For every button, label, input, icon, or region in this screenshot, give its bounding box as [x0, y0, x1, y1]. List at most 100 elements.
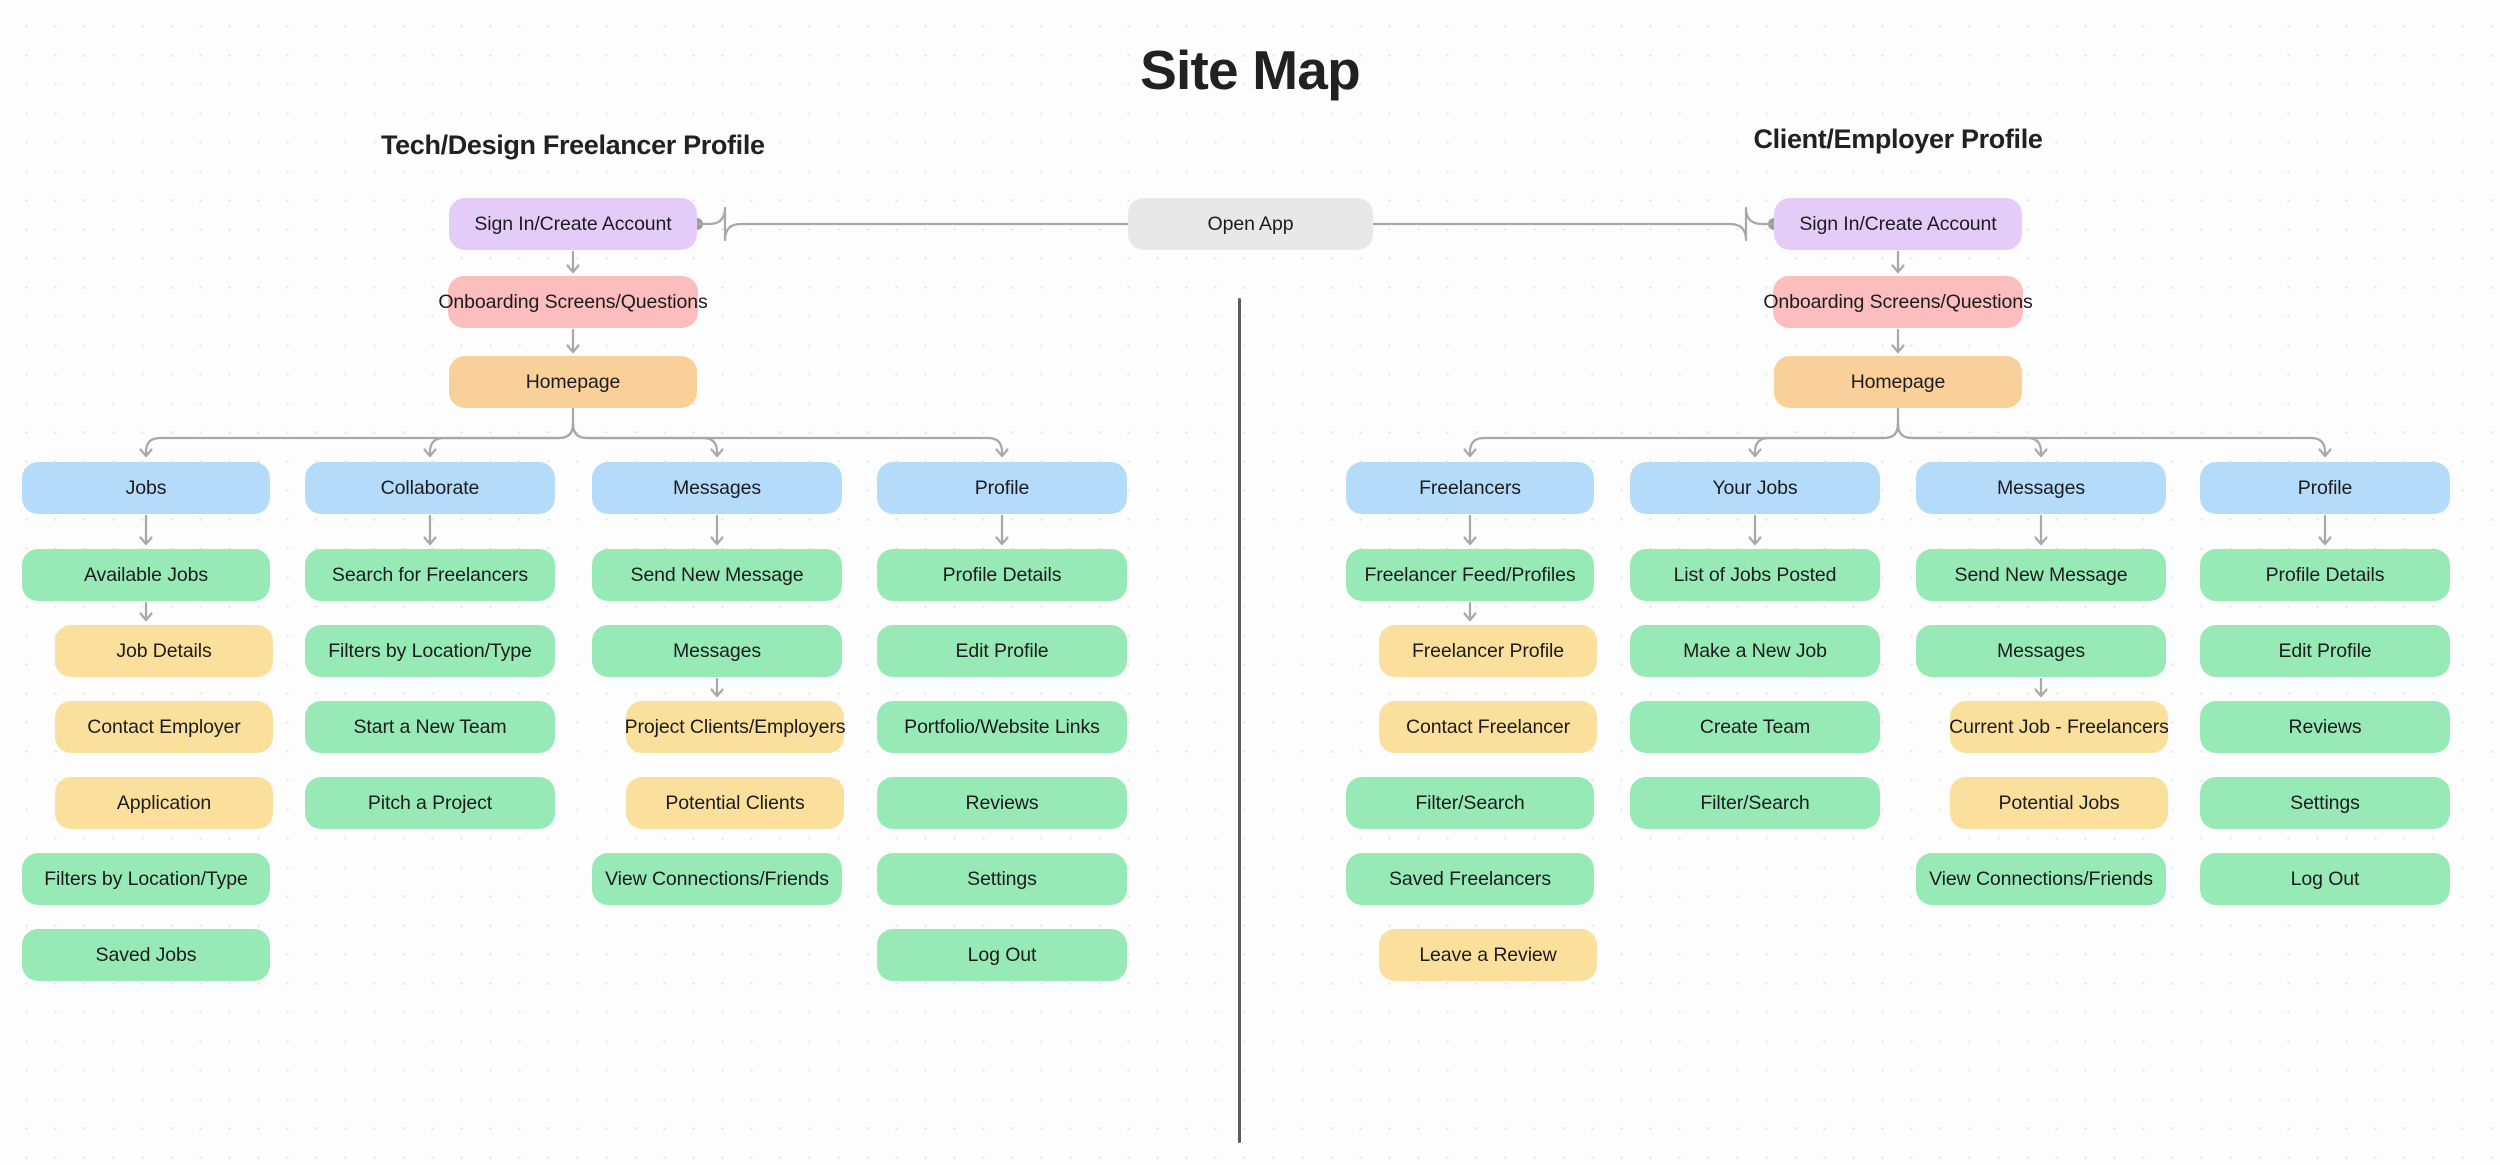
- node-right-col0-item1[interactable]: Freelancer Profile: [1379, 625, 1597, 677]
- node-left-col1-head[interactable]: Collaborate: [305, 462, 555, 514]
- node-label: Profile Details: [2265, 563, 2385, 586]
- node-label: View Connections/Friends: [605, 867, 829, 890]
- node-right-col3-item1[interactable]: Edit Profile: [2200, 625, 2450, 677]
- node-right-col0-item0[interactable]: Freelancer Feed/Profiles: [1346, 549, 1594, 601]
- node-label: Profile: [974, 476, 1030, 499]
- node-label: Collaborate: [380, 476, 480, 499]
- node-label: Settings: [967, 867, 1037, 890]
- node-left-col2-item4[interactable]: View Connections/Friends: [592, 853, 842, 905]
- node-right-col0-item2[interactable]: Contact Freelancer: [1379, 701, 1597, 753]
- node-right-col1-item2[interactable]: Create Team: [1630, 701, 1880, 753]
- node-left-root-1[interactable]: Onboarding Screens/Questions: [438, 276, 708, 328]
- node-left-col0-item3[interactable]: Application: [55, 777, 273, 829]
- node-label: Open App: [1207, 212, 1294, 235]
- node-label: Filter/Search: [1415, 791, 1525, 814]
- node-left-col2-item0[interactable]: Send New Message: [592, 549, 842, 601]
- node-label: Freelancer Feed/Profiles: [1364, 563, 1576, 586]
- node-label: Job Details: [116, 639, 212, 662]
- node-left-col2-item1[interactable]: Messages: [592, 625, 842, 677]
- node-left-col1-item0[interactable]: Search for Freelancers: [305, 549, 555, 601]
- node-left-col1-item1[interactable]: Filters by Location/Type: [305, 625, 555, 677]
- node-left-col0-item1[interactable]: Job Details: [55, 625, 273, 677]
- node-left-col0-item4[interactable]: Filters by Location/Type: [22, 853, 270, 905]
- section-divider: [1238, 298, 1241, 1143]
- node-label: List of Jobs Posted: [1673, 563, 1837, 586]
- node-left-root-0[interactable]: Sign In/Create Account: [449, 198, 697, 250]
- node-left-col3-head[interactable]: Profile: [877, 462, 1127, 514]
- node-right-col3-item3[interactable]: Settings: [2200, 777, 2450, 829]
- node-label: Reviews: [2288, 715, 2362, 738]
- node-left-col3-item2[interactable]: Portfolio/Website Links: [877, 701, 1127, 753]
- node-right-col3-head[interactable]: Profile: [2200, 462, 2450, 514]
- node-label: Saved Freelancers: [1389, 867, 1551, 890]
- node-label: Homepage: [525, 370, 621, 393]
- node-left-col3-item0[interactable]: Profile Details: [877, 549, 1127, 601]
- node-right-col3-item2[interactable]: Reviews: [2200, 701, 2450, 753]
- node-left-col3-item1[interactable]: Edit Profile: [877, 625, 1127, 677]
- page-title: Site Map: [1140, 39, 1361, 101]
- node-left-col3-item4[interactable]: Settings: [877, 853, 1127, 905]
- node-right-col0-item4[interactable]: Saved Freelancers: [1346, 853, 1594, 905]
- node-label: Edit Profile: [2278, 639, 2372, 662]
- node-right-col1-head[interactable]: Your Jobs: [1630, 462, 1880, 514]
- node-right-col1-item0[interactable]: List of Jobs Posted: [1630, 549, 1880, 601]
- node-left-col0-head[interactable]: Jobs: [22, 462, 270, 514]
- node-label: Pitch a Project: [367, 791, 493, 814]
- node-right-root-1[interactable]: Onboarding Screens/Questions: [1763, 276, 2033, 328]
- node-label: Messages: [672, 639, 762, 662]
- node-right-col2-item0[interactable]: Send New Message: [1916, 549, 2166, 601]
- node-label: Current Job - Freelancers: [1949, 715, 2169, 738]
- node-right-col2-item3[interactable]: Potential Jobs: [1950, 777, 2168, 829]
- node-right-root-2[interactable]: Homepage: [1774, 356, 2022, 408]
- node-label: Contact Freelancer: [1405, 715, 1571, 738]
- node-label: Profile Details: [942, 563, 1062, 586]
- node-label: Send New Message: [1954, 563, 2128, 586]
- node-label: Messages: [1996, 476, 2086, 499]
- node-right-col1-item3[interactable]: Filter/Search: [1630, 777, 1880, 829]
- node-label: Freelancer Profile: [1411, 639, 1565, 662]
- node-left-col0-item0[interactable]: Available Jobs: [22, 549, 270, 601]
- node-label: Filter/Search: [1700, 791, 1810, 814]
- node-right-col1-item1[interactable]: Make a New Job: [1630, 625, 1880, 677]
- node-label: Make a New Job: [1683, 639, 1827, 662]
- node-right-col0-item3[interactable]: Filter/Search: [1346, 777, 1594, 829]
- node-label: Start a New Team: [353, 715, 507, 738]
- node-left-col2-item2[interactable]: Project Clients/Employers: [625, 701, 845, 753]
- node-label: Potential Jobs: [1998, 791, 2120, 814]
- node-label: Profile: [2297, 476, 2353, 499]
- node-left-col2-item3[interactable]: Potential Clients: [626, 777, 844, 829]
- node-label: Log Out: [967, 943, 1037, 966]
- node-right-col2-item4[interactable]: View Connections/Friends: [1916, 853, 2166, 905]
- node-right-col3-item4[interactable]: Log Out: [2200, 853, 2450, 905]
- node-right-col0-head[interactable]: Freelancers: [1346, 462, 1594, 514]
- node-label: Contact Employer: [87, 715, 241, 738]
- node-label: Messages: [1996, 639, 2086, 662]
- left-section-header: Tech/Design Freelancer Profile: [381, 130, 765, 160]
- node-left-col0-item5[interactable]: Saved Jobs: [22, 929, 270, 981]
- node-label: Onboarding Screens/Questions: [1763, 290, 2033, 313]
- node-label: Messages: [672, 476, 762, 499]
- node-right-root-0[interactable]: Sign In/Create Account: [1774, 198, 2022, 250]
- node-open-app[interactable]: Open App: [1128, 198, 1373, 250]
- node-right-col2-head[interactable]: Messages: [1916, 462, 2166, 514]
- node-left-col2-head[interactable]: Messages: [592, 462, 842, 514]
- node-label: Search for Freelancers: [331, 563, 529, 586]
- node-left-col1-item2[interactable]: Start a New Team: [305, 701, 555, 753]
- node-left-col3-item5[interactable]: Log Out: [877, 929, 1127, 981]
- node-label: Freelancers: [1419, 476, 1521, 499]
- node-left-col3-item3[interactable]: Reviews: [877, 777, 1127, 829]
- right-section-header: Client/Employer Profile: [1753, 124, 2043, 154]
- node-left-col1-item3[interactable]: Pitch a Project: [305, 777, 555, 829]
- node-label: Reviews: [965, 791, 1039, 814]
- node-right-col3-item0[interactable]: Profile Details: [2200, 549, 2450, 601]
- node-right-col0-item5[interactable]: Leave a Review: [1379, 929, 1597, 981]
- node-left-root-2[interactable]: Homepage: [449, 356, 697, 408]
- node-right-col2-item1[interactable]: Messages: [1916, 625, 2166, 677]
- node-left-col0-item2[interactable]: Contact Employer: [55, 701, 273, 753]
- node-label: Onboarding Screens/Questions: [438, 290, 708, 313]
- node-label: Your Jobs: [1712, 476, 1798, 499]
- node-label: View Connections/Friends: [1929, 867, 2153, 890]
- node-right-col2-item2[interactable]: Current Job - Freelancers: [1949, 701, 2169, 753]
- node-label: Log Out: [2290, 867, 2360, 890]
- node-label: Jobs: [125, 476, 167, 499]
